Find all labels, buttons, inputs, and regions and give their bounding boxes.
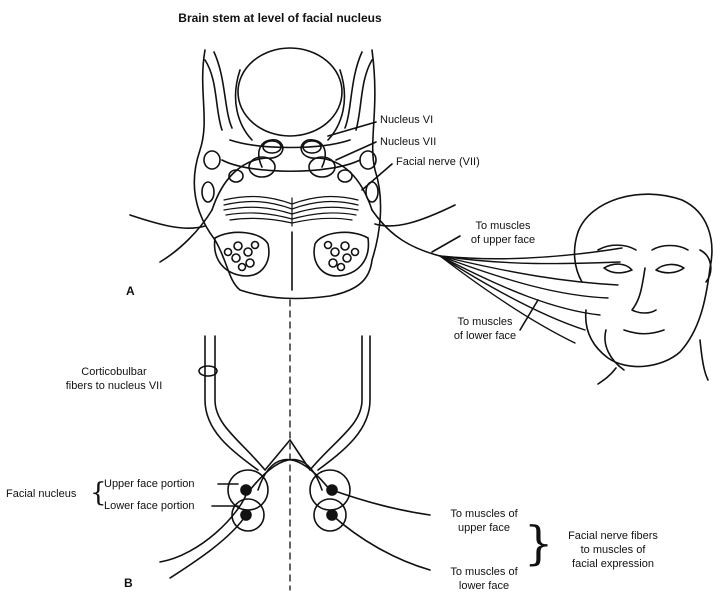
panel-a-title: Brain stem at level of facial nucleus [178,11,382,25]
brace-facial-nucleus: { [90,478,107,508]
label-corticobulbar-1: Corticobulbar [81,366,147,378]
nerve-fibers-to-face [439,247,623,344]
label-to-upper-1: To muscles of [450,508,518,520]
nucleus-vi-right [302,140,322,154]
label-nucleus-vi: Nucleus VI [380,114,434,126]
nerve-left-lower [169,514,247,579]
nerve-right-upper [331,489,431,516]
pyramid-left [213,231,270,277]
label-lower-face-2: of lower face [453,330,517,342]
trapezoid-body [223,195,359,227]
nucleus-vii-left [248,156,276,178]
facial-nucleus-right [309,469,351,532]
nerve-right-lower [331,514,431,571]
label-facial-nucleus: Facial nucleus [6,488,77,500]
label-facial-fibers-3: facial expression [572,558,654,570]
nerve-left-upper [159,489,249,563]
panel-a-letter: A [126,284,135,298]
label-to-lower-1: To muscles of [450,566,518,578]
label-to-lower-2: lower face [458,580,510,592]
label-lower-face-1: To muscles [457,316,513,328]
label-upper-face-1: To muscles [475,220,531,232]
label-nucleus-vii: Nucleus VII [380,136,437,148]
brace-facial-fibers: } [524,516,554,570]
nucleus-vii-right [308,156,336,178]
nucleus-vi-left [262,140,282,154]
label-corticobulbar-2: fibers to nucleus VII [65,380,163,392]
label-to-upper-2: upper face [458,522,510,534]
label-lower-face-portion: Lower face portion [104,500,195,512]
brain-stem-section [193,47,382,300]
cerebellum-outline [237,47,343,137]
label-facial-nerve: Facial nerve (VII) [396,156,480,168]
face-drawing [573,193,713,385]
facial-nerve-course [159,139,441,263]
label-facial-fibers-2: to muscles of [580,544,646,556]
corticobulbar-marker [198,365,218,377]
label-facial-fibers-1: Facial nerve fibers [568,530,658,542]
label-upper-face-2: of upper face [470,234,536,246]
corticobulbar-fibers [204,335,371,491]
label-upper-face-portion: Upper face portion [104,478,195,490]
pyramid-right [313,231,370,277]
panel-b-letter: B [124,576,133,590]
